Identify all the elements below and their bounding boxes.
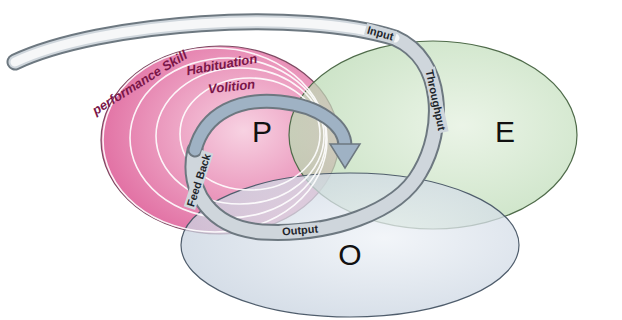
ellipse-outline [100, 45, 340, 235]
letter-anchor: P [252, 115, 272, 149]
model-letter: O [338, 238, 361, 272]
letter-anchor: E [495, 115, 515, 149]
model-letter: E [495, 115, 515, 149]
letter-anchor: O [338, 238, 361, 272]
occupation-circle: O [180, 172, 520, 318]
person-circle: P [100, 45, 340, 235]
model-letter: P [252, 115, 272, 149]
